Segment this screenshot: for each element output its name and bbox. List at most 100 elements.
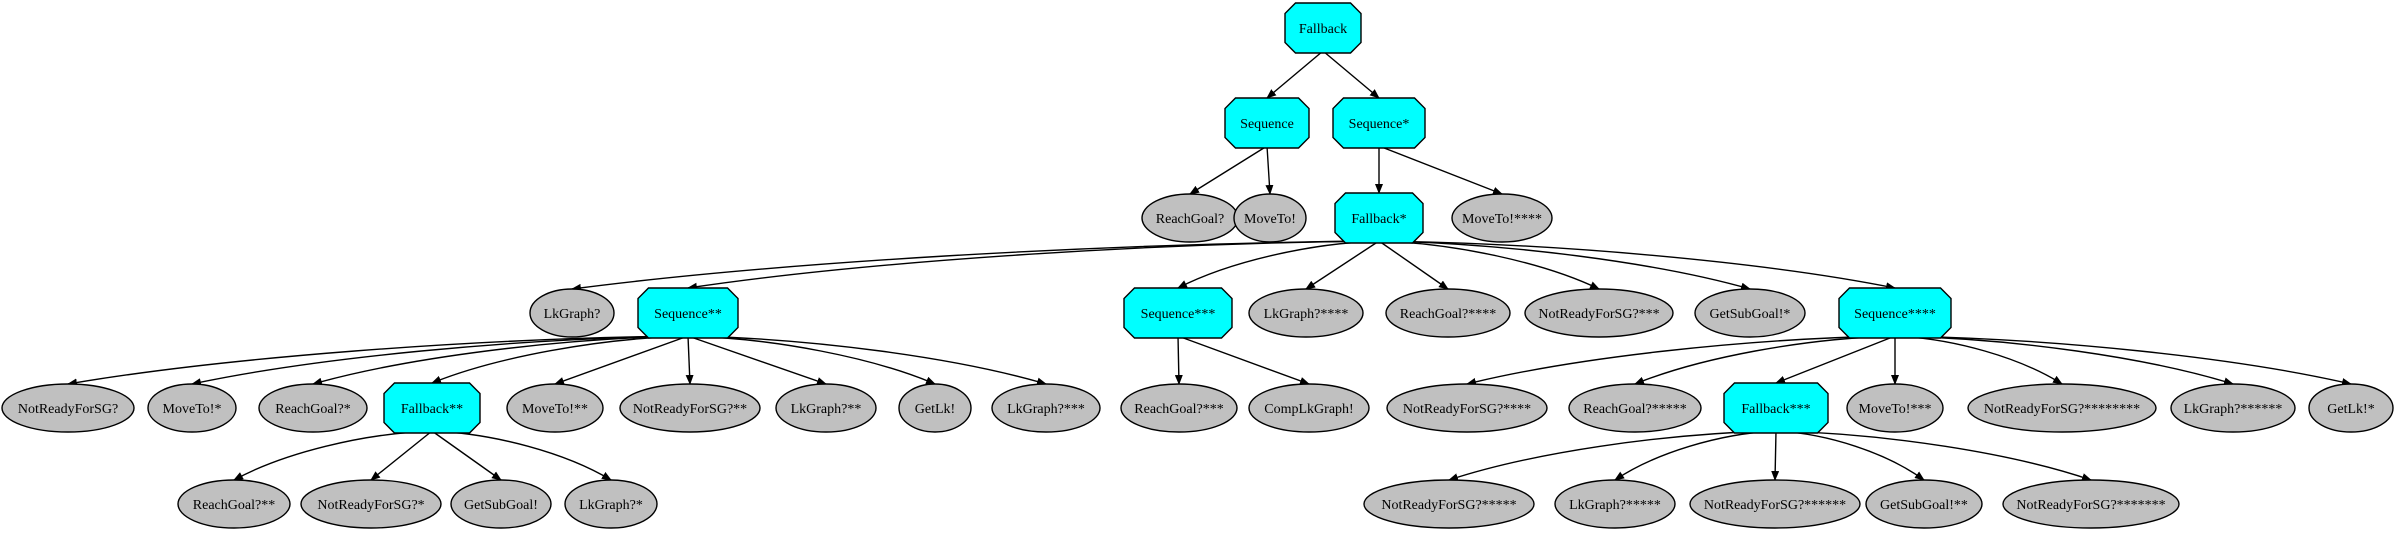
octagon-shape bbox=[1334, 192, 1424, 244]
node-label: Sequence**** bbox=[1854, 307, 1936, 322]
node-label: LkGraph?****** bbox=[2184, 402, 2283, 417]
node-notreadyforsg-query-star-star-star-star-star-star-star: NotReadyForSG?******* bbox=[2002, 479, 2180, 529]
node-reachgoal-query-star-star-star-star: ReachGoal?**** bbox=[1385, 288, 1511, 338]
node-moveto-action: MoveTo! bbox=[1233, 193, 1307, 243]
node-label: MoveTo!*** bbox=[1859, 402, 1932, 417]
node-getsubgoal-action-star-star: GetSubGoal!** bbox=[1865, 479, 1983, 529]
ellipse-shape bbox=[1524, 288, 1674, 338]
node-lkgraph-query-star-star-star-star-star-star: LkGraph?****** bbox=[2170, 383, 2296, 433]
node-lkgraph-query-star: LkGraph?* bbox=[564, 479, 658, 529]
edge-n-fb1-to-n-seq4 bbox=[1378, 240, 1896, 291]
edge-n-fallback-to-n-seq1 bbox=[1322, 50, 1380, 99]
node-label: NotReadyForSG?**** bbox=[1403, 402, 1531, 417]
node-notreadyforsg-query-star: NotReadyForSG?* bbox=[300, 479, 442, 529]
node-sequence-star-star: Sequence** bbox=[637, 287, 739, 339]
node-label: Fallback*** bbox=[1741, 402, 1810, 417]
node-fallback-star-star-star: Fallback*** bbox=[1723, 382, 1829, 434]
node-label: Sequence bbox=[1240, 117, 1294, 132]
edge-n-fb3-to-n-nrsg5 bbox=[1448, 430, 1777, 481]
octagon-shape bbox=[637, 287, 739, 339]
node-label: NotReadyForSG?****** bbox=[1704, 498, 1846, 513]
node-notreadyforsg-query-star-star: NotReadyForSG?** bbox=[619, 383, 761, 433]
ellipse-shape bbox=[258, 383, 368, 433]
ellipse-shape bbox=[1568, 383, 1702, 433]
node-notreadyforsg-query-star-star-star: NotReadyForSG?*** bbox=[1524, 288, 1674, 338]
ellipse-shape bbox=[177, 479, 291, 529]
ellipse-shape bbox=[2170, 383, 2296, 433]
node-label: ReachGoal?** bbox=[193, 498, 275, 513]
ellipse-shape bbox=[450, 479, 552, 529]
node-moveto-action-star: MoveTo!* bbox=[147, 383, 237, 433]
node-lkgraph-query-star-star-star-star: LkGraph?**** bbox=[1248, 288, 1364, 338]
node-label: Fallback* bbox=[1351, 212, 1406, 227]
ellipse-shape bbox=[2002, 479, 2180, 529]
node-fallback: Fallback bbox=[1284, 2, 1362, 54]
node-notreadyforsg-query-star-star-star-star: NotReadyForSG?**** bbox=[1386, 383, 1548, 433]
node-lkgraph-query-star-star-star-star-star: LkGraph?***** bbox=[1554, 479, 1676, 529]
edge-n-fb3-to-n-nrsg6 bbox=[1771, 430, 1780, 481]
node-label: LkGraph?***** bbox=[1569, 498, 1661, 513]
octagon-shape bbox=[1224, 97, 1310, 149]
node-label: LkGraph?** bbox=[791, 402, 862, 417]
node-sequence: Sequence bbox=[1224, 97, 1310, 149]
ellipse-shape bbox=[1385, 288, 1511, 338]
edge-n-seq3-to-n-complk bbox=[1177, 335, 1310, 385]
edge-n-fb1-to-n-getsubgoal1 bbox=[1378, 240, 1751, 291]
edge-n-seq-to-n-reachgoal bbox=[1189, 145, 1268, 195]
edge-n-seq4-to-n-nrsg4 bbox=[1466, 335, 1896, 386]
node-label: ReachGoal?***** bbox=[1583, 402, 1686, 417]
node-reachgoal-query-star-star: ReachGoal?** bbox=[177, 479, 291, 529]
ellipse-shape bbox=[1233, 193, 1307, 243]
octagon-shape bbox=[1723, 382, 1829, 434]
ellipse-shape bbox=[619, 383, 761, 433]
ellipse-shape bbox=[1363, 479, 1535, 529]
node-label: ReachGoal?* bbox=[275, 402, 350, 417]
node-label: MoveTo!** bbox=[522, 402, 588, 417]
node-label: Sequence* bbox=[1349, 117, 1410, 132]
node-sequence-star: Sequence* bbox=[1332, 97, 1426, 149]
node-label: Fallback bbox=[1299, 22, 1347, 37]
node-label: NotReadyForSG?** bbox=[633, 402, 747, 417]
ellipse-shape bbox=[1554, 479, 1676, 529]
node-label: Sequence** bbox=[654, 307, 722, 322]
node-getlk-action-star: GetLk!* bbox=[2308, 383, 2394, 433]
node-reachgoal-query-star-star-star: ReachGoal?*** bbox=[1120, 383, 1238, 433]
edge-n-seq2-to-n-moveto2 bbox=[554, 335, 689, 385]
node-getsubgoal-action-star: GetSubGoal!* bbox=[1694, 288, 1806, 338]
node-reachgoal-query: ReachGoal? bbox=[1141, 193, 1239, 243]
node-label: ReachGoal?**** bbox=[1400, 307, 1496, 322]
ellipse-shape bbox=[564, 479, 658, 529]
edge-n-seq-to-n-moveto bbox=[1265, 145, 1274, 195]
node-label: LkGraph?**** bbox=[1264, 307, 1349, 322]
node-label: NotReadyForSG? bbox=[18, 402, 118, 417]
edge-n-fallback-to-n-seq bbox=[1266, 50, 1324, 99]
node-notreadyforsg-query-star-star-star-star-star-star-star-star: NotReadyForSG?******** bbox=[1967, 383, 2157, 433]
node-lkgraph-query-star-star-star: LkGraph?*** bbox=[991, 383, 1101, 433]
octagon-shape bbox=[383, 382, 481, 434]
node-moveto-action-star-star-star: MoveTo!*** bbox=[1846, 383, 1944, 433]
ellipse-shape bbox=[506, 383, 604, 433]
node-label: MoveTo! bbox=[1244, 212, 1296, 227]
node-label: NotReadyForSG?* bbox=[317, 498, 424, 513]
ellipse-shape bbox=[775, 383, 877, 433]
node-label: LkGraph?* bbox=[579, 498, 643, 513]
node-reachgoal-query-star: ReachGoal?* bbox=[258, 383, 368, 433]
node-label: GetLk! bbox=[915, 402, 955, 417]
edge-n-fb1-to-n-lkgraph4 bbox=[1305, 240, 1380, 290]
node-notreadyforsg-query: NotReadyForSG? bbox=[1, 383, 135, 433]
node-sequence-star-star-star: Sequence*** bbox=[1123, 287, 1233, 339]
node-label: NotReadyForSG?******* bbox=[2016, 498, 2165, 513]
node-label: Fallback** bbox=[401, 402, 463, 417]
octagon-shape bbox=[1123, 287, 1233, 339]
ellipse-shape bbox=[1694, 288, 1806, 338]
ellipse-shape bbox=[1386, 383, 1548, 433]
edge-n-seq2-to-n-nrsg bbox=[67, 335, 689, 387]
edge-n-seq2-to-n-lkgraph3 bbox=[687, 335, 1047, 386]
node-reachgoal-query-star-star-star-star-star: ReachGoal?***** bbox=[1568, 383, 1702, 433]
node-label: CompLkGraph! bbox=[1264, 402, 1353, 417]
node-label: GetSubGoal!* bbox=[1710, 307, 1791, 322]
ellipse-shape bbox=[898, 383, 972, 433]
node-label: MoveTo!**** bbox=[1462, 212, 1542, 227]
